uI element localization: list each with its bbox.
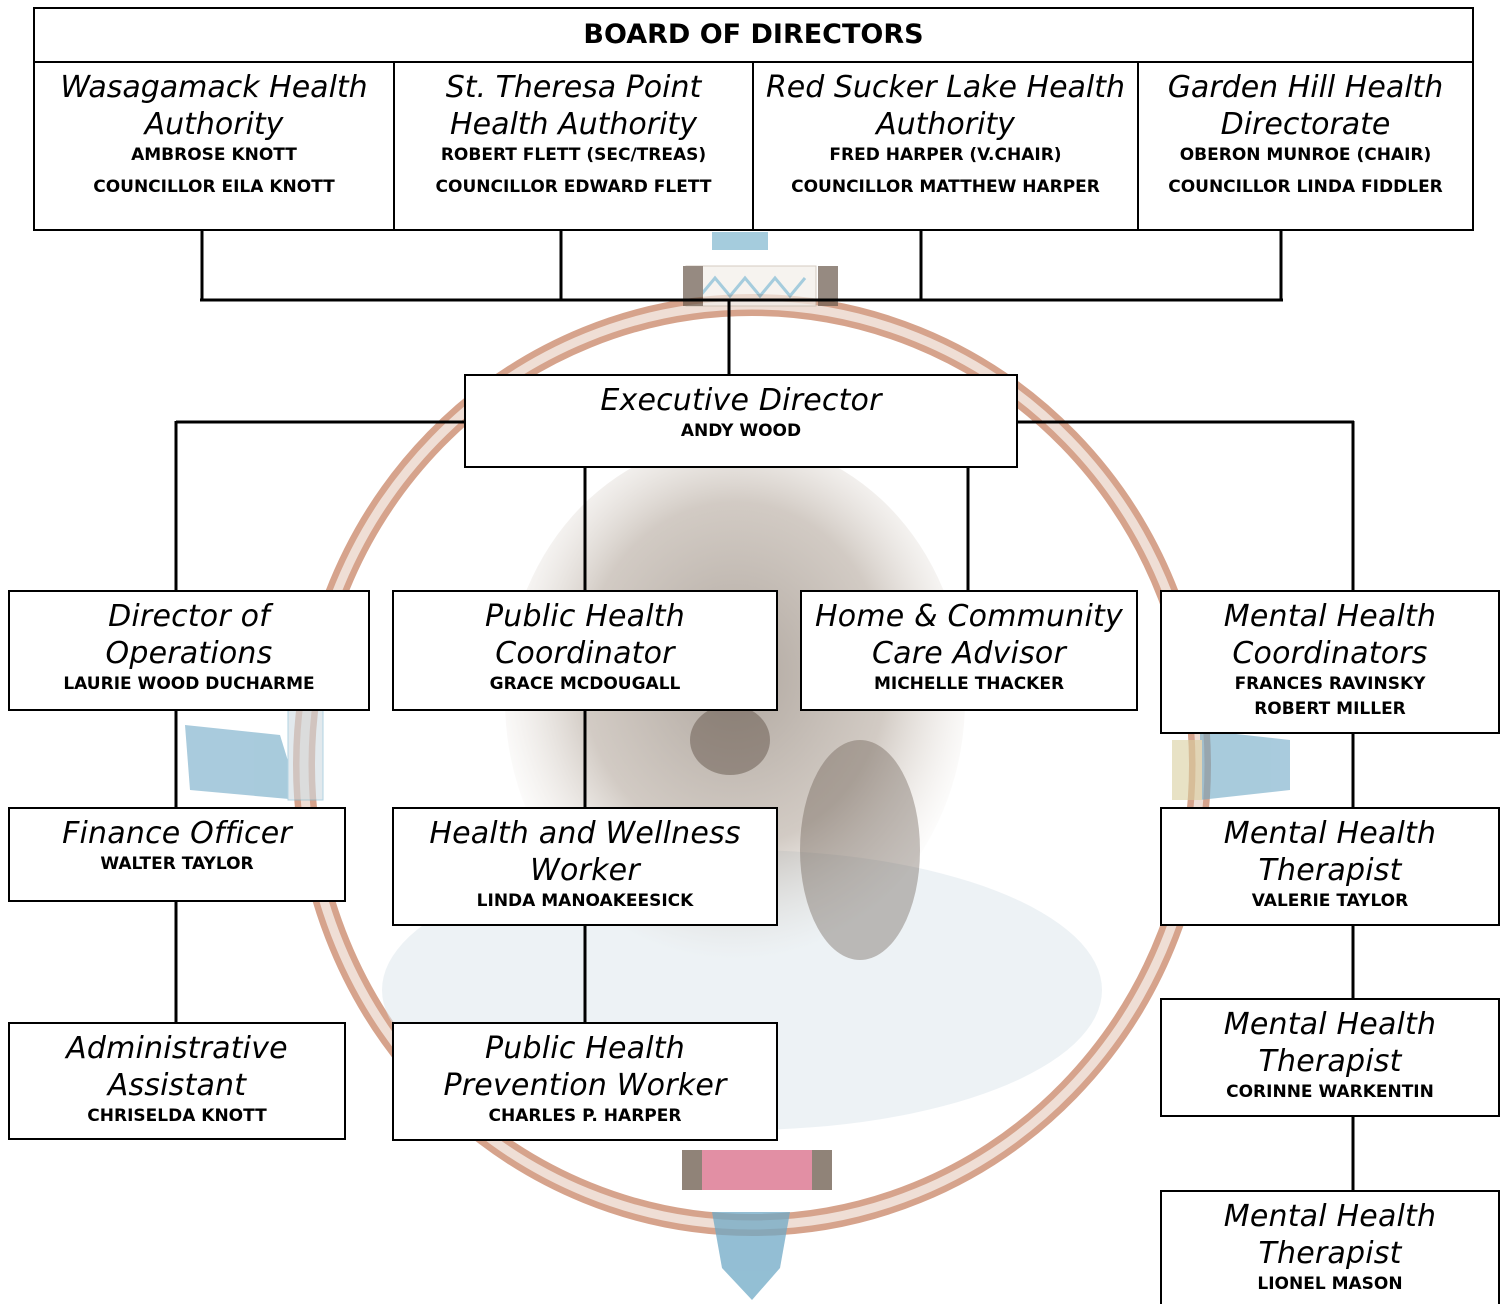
authority-name-line2: Health Authority: [450, 107, 697, 142]
member-name: COUNCILLOR LINDA FIDDLER: [1168, 177, 1443, 197]
position-title-line1: Public Health: [485, 599, 685, 634]
board-member-red-sucker-lake: Red Sucker Lake Health Authority FRED HA…: [752, 61, 1139, 231]
position-title-line1: Administrative: [66, 1031, 288, 1066]
mental-health-therapist-box: Mental Health Therapist LIONEL MASON: [1160, 1190, 1500, 1304]
finance-officer-box: Finance Officer WALTER TAYLOR: [8, 807, 346, 902]
mental-health-therapist-box: Mental Health Therapist CORINNE WARKENTI…: [1160, 998, 1500, 1117]
home-community-care-advisor-box: Home & Community Care Advisor MICHELLE T…: [800, 590, 1138, 711]
person-name: LAURIE WOOD DUCHARME: [63, 674, 315, 694]
board-member-wasagamack: Wasagamack Health Authority AMBROSE KNOT…: [33, 61, 395, 231]
board-member-garden-hill: Garden Hill Health Directorate OBERON MU…: [1137, 61, 1474, 231]
authority-name-line2: Authority: [144, 107, 284, 142]
position-title-line2: Therapist: [1258, 1044, 1402, 1079]
authority-name-line2: Authority: [876, 107, 1015, 142]
member-name: FRED HARPER (V.CHAIR): [829, 145, 1062, 165]
person-name: FRANCES RAVINSKY: [1234, 674, 1426, 694]
member-name: COUNCILLOR EILA KNOTT: [93, 177, 335, 197]
public-health-prevention-worker-box: Public Health Prevention Worker CHARLES …: [392, 1022, 778, 1141]
position-title-line1: Mental Health: [1223, 816, 1437, 851]
person-name: CHRISELDA KNOTT: [87, 1106, 267, 1126]
person-name: CORINNE WARKENTIN: [1226, 1082, 1434, 1102]
health-and-wellness-worker-box: Health and Wellness Worker LINDA MANOAKE…: [392, 807, 778, 926]
person-name: CHARLES P. HARPER: [488, 1106, 682, 1126]
position-title-line2: Coordinator: [495, 636, 675, 671]
person-name: LIONEL MASON: [1257, 1274, 1403, 1294]
position-title-line1: Mental Health: [1223, 599, 1437, 634]
position-title-line1: Home & Community: [815, 599, 1123, 634]
position-title-line2: Therapist: [1258, 1236, 1402, 1271]
position-title-line1: Mental Health: [1223, 1007, 1437, 1042]
member-name: COUNCILLOR EDWARD FLETT: [435, 177, 712, 197]
position-title-line2: Therapist: [1258, 853, 1402, 888]
mental-health-coordinators-box: Mental Health Coordinators FRANCES RAVIN…: [1160, 590, 1500, 734]
member-name: AMBROSE KNOTT: [131, 145, 297, 165]
position-title-line2: Coordinators: [1232, 636, 1428, 671]
authority-name-line1: St. Theresa Point: [445, 70, 702, 105]
person-name: MICHELLE THACKER: [873, 674, 1065, 694]
public-health-coordinator-box: Public Health Coordinator GRACE MCDOUGAL…: [392, 590, 778, 711]
director-of-operations-box: Director of Operations LAURIE WOOD DUCHA…: [8, 590, 370, 711]
position-title-line1: Health and Wellness: [429, 816, 741, 851]
person-name: LINDA MANOAKEESICK: [476, 891, 694, 911]
executive-director-box: Executive Director ANDY WOOD: [464, 374, 1018, 468]
position-title-line2: Prevention Worker: [443, 1068, 727, 1103]
right-feather-ornament: [1172, 730, 1290, 800]
authority-name-line1: Garden Hill Health: [1167, 70, 1444, 105]
person-name: WALTER TAYLOR: [100, 854, 254, 874]
member-name: OBERON MUNROE (CHAIR): [1179, 145, 1432, 165]
person-name: ROBERT MILLER: [1254, 699, 1406, 719]
position-title-line1: Director of: [108, 599, 270, 634]
position-title-line2: Worker: [530, 853, 640, 888]
position-title-line2: Assistant: [107, 1068, 247, 1103]
authority-name-line1: Wasagamack Health: [60, 70, 368, 105]
member-name: COUNCILLOR MATTHEW HARPER: [791, 177, 1100, 197]
person-name: VALERIE TAYLOR: [1251, 891, 1409, 911]
position-title-line2: Operations: [105, 636, 273, 671]
position-title: Finance Officer: [62, 816, 292, 851]
board-member-st-theresa-point: St. Theresa Point Health Authority ROBER…: [393, 61, 754, 231]
position-title-line1: Mental Health: [1223, 1199, 1437, 1234]
authority-name-line1: Red Sucker Lake Health: [765, 70, 1126, 105]
position-title-line1: Public Health: [485, 1031, 685, 1066]
board-of-directors-header: BOARD OF DIRECTORS: [33, 7, 1474, 63]
administrative-assistant-box: Administrative Assistant CHRISELDA KNOTT: [8, 1022, 346, 1140]
mental-health-therapist-box: Mental Health Therapist VALERIE TAYLOR: [1160, 807, 1500, 926]
bottom-ornament: [682, 1150, 832, 1300]
person-name: ANDY WOOD: [680, 421, 802, 441]
position-title-line2: Care Advisor: [871, 636, 1067, 671]
person-name: GRACE MCDOUGALL: [489, 674, 681, 694]
authority-name-line2: Directorate: [1220, 107, 1391, 142]
position-title: Executive Director: [600, 383, 882, 418]
left-feather-ornament: [185, 709, 324, 801]
member-name: ROBERT FLETT (SEC/TREAS): [440, 145, 707, 165]
